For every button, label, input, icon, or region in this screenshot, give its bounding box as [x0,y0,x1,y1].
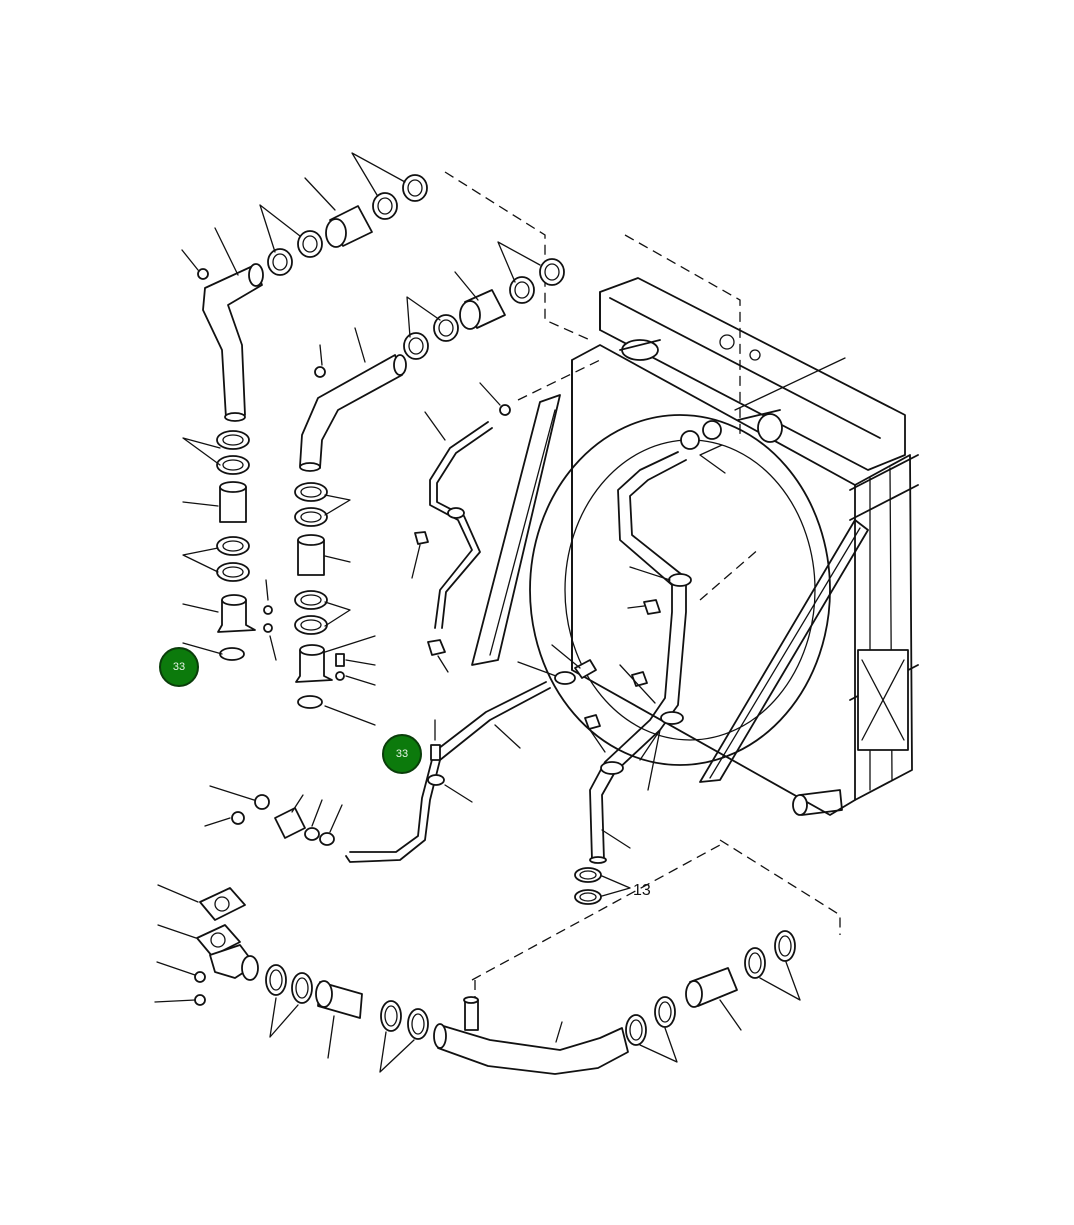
left-coupling-stack [182,430,277,661]
hotspot-badge-center[interactable]: 33 [382,734,422,774]
lower-drain-hose [345,644,597,863]
callout-13: 13 [633,882,651,899]
hotspot-label: 33 [395,748,409,760]
middle-hose-stack [299,241,565,472]
overflow-hose [411,382,511,673]
middle-coupling-stack [294,482,376,726]
upper-left-hose-stack [181,152,428,422]
bottom-hose-run [154,884,801,1075]
thermostat-fittings [204,785,343,846]
upper-right-hose [584,420,726,864]
hotspot-badge-left[interactable]: 33 [159,647,199,687]
lower-clamp-pair [574,867,631,905]
hotspot-label: 33 [172,661,186,673]
radiator-assembly [471,277,919,816]
dashed-guide-lines [444,171,841,1000]
